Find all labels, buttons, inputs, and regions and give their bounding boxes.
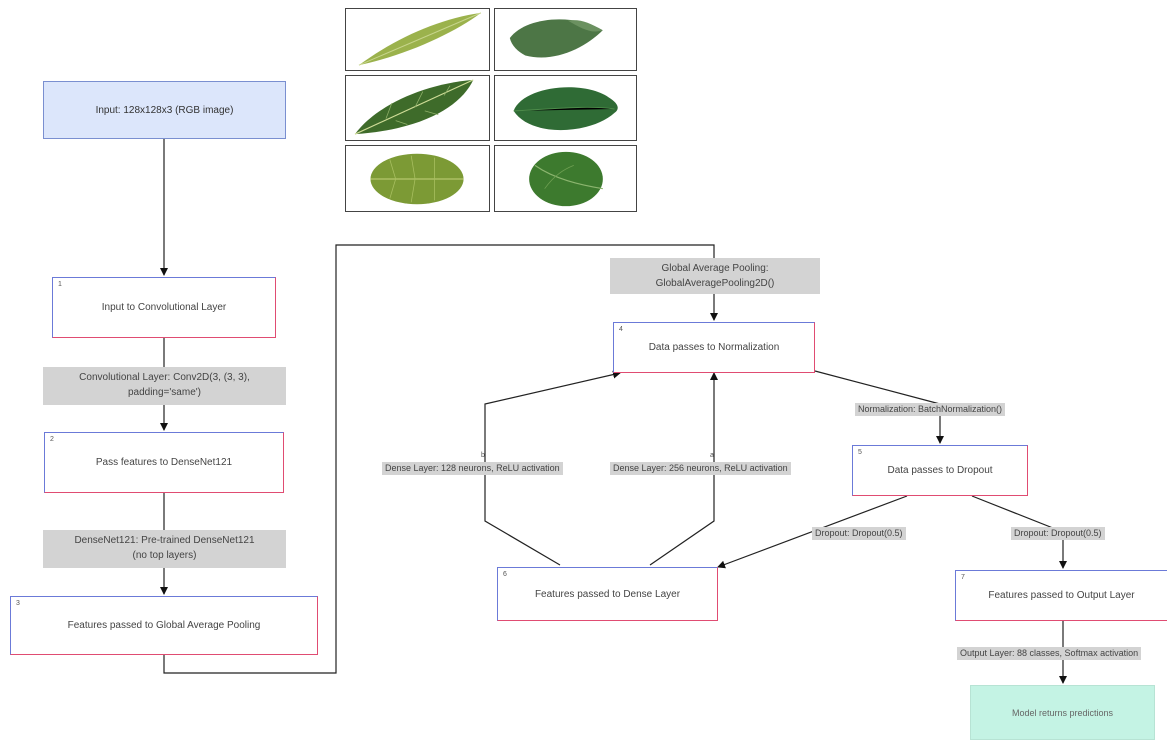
step-number: 3 xyxy=(16,600,20,607)
leaf-image xyxy=(345,8,490,71)
step-node-2: 2 Pass features to DenseNet121 xyxy=(44,432,284,493)
leaf-image xyxy=(494,145,637,212)
step-number: 2 xyxy=(50,436,54,443)
step-node-7: 7 Features passed to Output Layer xyxy=(955,570,1167,621)
step-node-5: 5 Data passes to Dropout xyxy=(852,445,1028,496)
edge-step6-to-step4-a xyxy=(649,372,718,566)
branch-tag-a: a xyxy=(710,452,714,459)
edge-label-dense-a: Dense Layer: 256 neurons, ReLU activatio… xyxy=(610,462,791,475)
step-number: 6 xyxy=(503,571,507,578)
output-node-label: Model returns predictions xyxy=(1011,707,1114,718)
leaf-image xyxy=(494,75,637,141)
input-node-label: Input: 128x128x3 (RGB image) xyxy=(95,104,234,116)
edge-label-dropout-b: Dropout: Dropout(0.5) xyxy=(1011,527,1105,540)
step-label: Features passed to Output Layer xyxy=(988,590,1135,601)
leaf-image xyxy=(494,8,637,71)
step-node-1: 1 Input to Convolutional Layer xyxy=(52,277,276,338)
edge-label-conv: Convolutional Layer: Conv2D(3, (3, 3), p… xyxy=(43,367,286,405)
edge-label-gap: Global Average Pooling: GlobalAveragePoo… xyxy=(610,258,820,294)
leaf-image xyxy=(345,75,490,141)
step-number: 5 xyxy=(858,449,862,456)
edge-label-output: Output Layer: 88 classes, Softmax activa… xyxy=(957,647,1142,660)
step-node-4: 4 Data passes to Normalization xyxy=(613,322,815,373)
step-label: Input to Convolutional Layer xyxy=(101,302,227,313)
step-node-6: 6 Features passed to Dense Layer xyxy=(497,567,718,621)
edge-label-dense-b: Dense Layer: 128 neurons, ReLU activatio… xyxy=(382,462,563,475)
leaf-image xyxy=(345,145,490,212)
output-node: Model returns predictions xyxy=(970,685,1155,740)
step-node-3: 3 Features passed to Global Average Pool… xyxy=(10,596,318,655)
edge-step3-to-step4 xyxy=(163,244,718,674)
step-label: Pass features to DenseNet121 xyxy=(95,457,233,468)
step-number: 4 xyxy=(619,326,623,333)
step-label: Data passes to Dropout xyxy=(887,465,993,476)
edge-label-densenet: DenseNet121: Pre-trained DenseNet121 (no… xyxy=(43,530,286,568)
step-label: Features passed to Dense Layer xyxy=(534,588,681,600)
step-number: 1 xyxy=(58,281,62,288)
input-node: Input: 128x128x3 (RGB image) xyxy=(43,81,286,139)
step-number: 7 xyxy=(961,574,965,581)
branch-tag-b: b xyxy=(481,452,485,459)
step-label: Data passes to Normalization xyxy=(648,342,780,353)
edge-label-dropout-a: Dropout: Dropout(0.5) xyxy=(812,527,906,540)
step-label: Features passed to Global Average Poolin… xyxy=(67,620,261,631)
edge-label-norm: Normalization: BatchNormalization() xyxy=(855,403,1006,416)
